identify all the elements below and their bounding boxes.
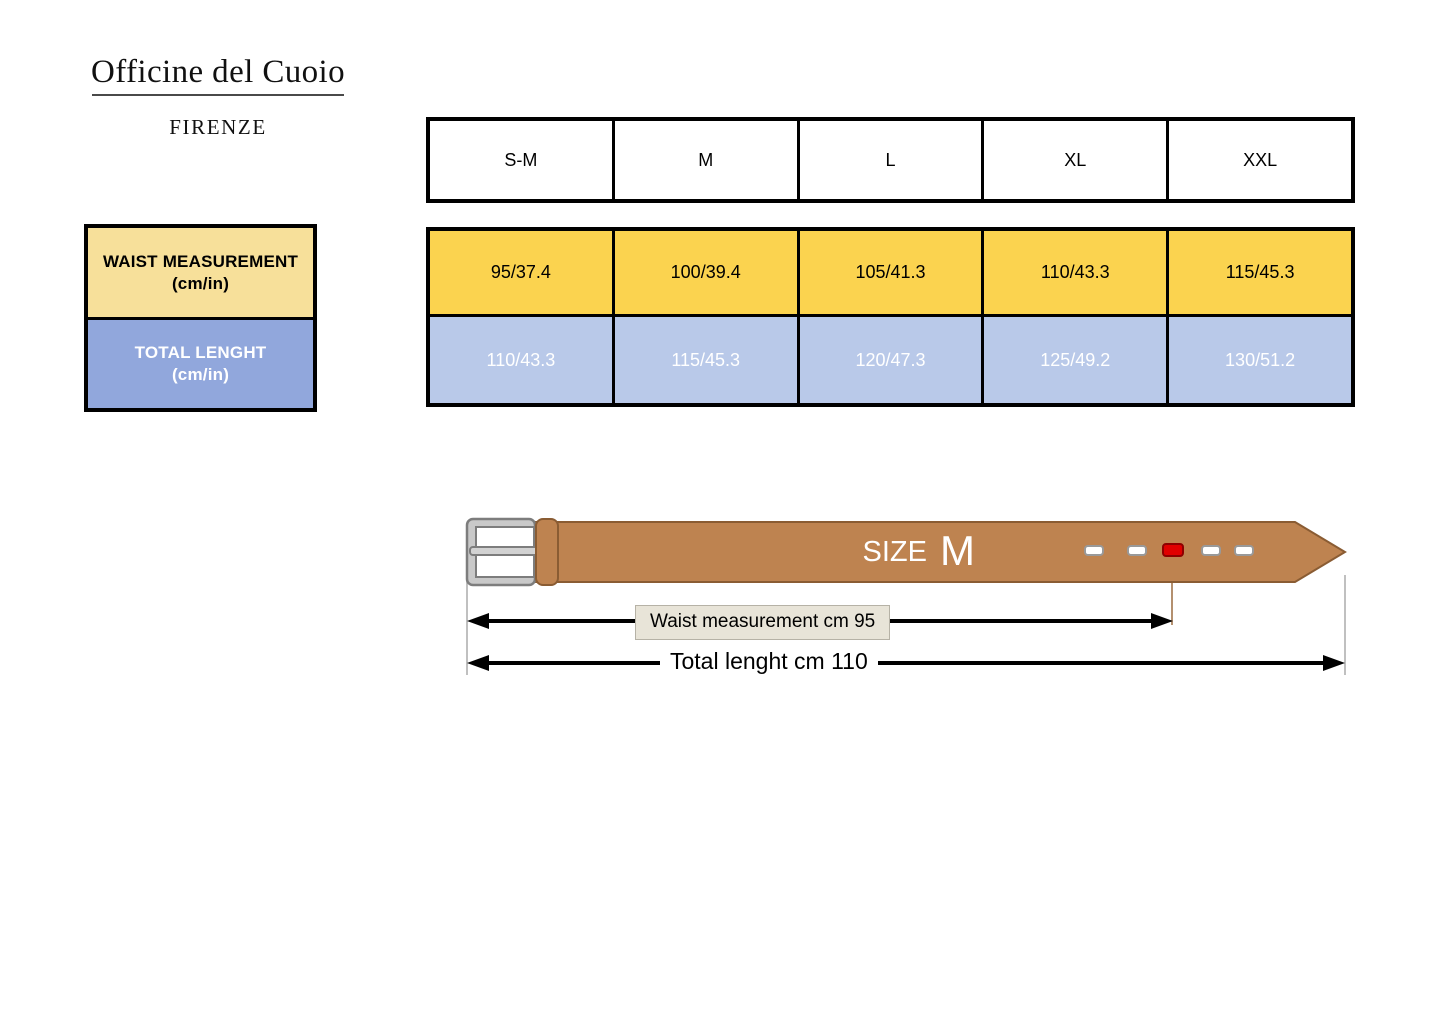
brand-underline xyxy=(92,93,344,96)
total-value-cell: 125/49.2 xyxy=(984,317,1170,403)
belt-hole xyxy=(1084,545,1104,556)
waist-value-cell: 110/43.3 xyxy=(984,231,1170,314)
row-label-waist-measurement: WAIST MEASUREMENT (cm/in) xyxy=(88,228,313,320)
size-header-row: S-M M L XL XXL xyxy=(426,117,1355,203)
belt-hole-highlighted xyxy=(1162,543,1184,557)
belt-hole xyxy=(1234,545,1254,556)
total-arrow-right xyxy=(1323,655,1345,671)
total-value-cell: 130/51.2 xyxy=(1225,349,1296,370)
waist-value-cell: 95/37.4 xyxy=(430,231,615,314)
waist-value-cell: 100/39.4 xyxy=(615,231,800,314)
total-value-cell: 110/43.3 xyxy=(430,317,615,403)
size-header-cell: L xyxy=(800,121,985,199)
belt-hole xyxy=(1127,545,1147,556)
buckle-prong-bar xyxy=(469,546,539,556)
row-label-total-title: TOTAL LENGHT xyxy=(134,343,267,363)
belt-keeper-loop xyxy=(535,518,559,586)
total-arrow-left xyxy=(467,655,489,671)
row-label-waist-units: (cm/in) xyxy=(171,273,230,293)
row-label-total-units: (cm/in) xyxy=(171,365,230,384)
belt-hole xyxy=(1201,545,1221,556)
buckle-lower-opening xyxy=(475,554,535,578)
size-header-cell: M xyxy=(615,121,800,199)
brand-subtitle: FIRENZE xyxy=(169,114,267,139)
belt-diagram: SIZE M xyxy=(440,495,1380,695)
waist-value-cell: 105/41.3 xyxy=(800,231,985,314)
waist-arrow-left xyxy=(467,613,489,629)
waist-measurement-callout: Waist measurement cm 95 xyxy=(635,605,891,640)
total-value-cell: 120/47.3 xyxy=(800,317,985,403)
belt-size-value-label: M xyxy=(940,527,975,574)
table-row-waist-measurement: 95/37.4 100/39.4 105/41.3 110/43.3 115/4… xyxy=(430,231,1351,317)
row-label-block: WAIST MEASUREMENT (cm/in) TOTAL LENGHT (… xyxy=(84,224,317,412)
belt-illustration: SIZE M xyxy=(465,517,1347,675)
row-label-total-lenght: TOTAL LENGHT (cm/in) xyxy=(88,320,313,408)
size-header-cell: XL xyxy=(984,121,1170,199)
belt-size-prefix-label: SIZE xyxy=(863,536,927,568)
waist-arrow-right xyxy=(1151,613,1173,629)
total-length-callout: Total lenght cm 110 xyxy=(660,648,878,675)
brand-logo: Officine del Cuoio FIRENZE xyxy=(88,55,348,140)
waist-value-cell: 115/45.3 xyxy=(1225,262,1295,282)
total-value-cell: 115/45.3 xyxy=(615,317,800,403)
table-row-total-lenght: 110/43.3 115/45.3 120/47.3 125/49.2 130/… xyxy=(430,317,1351,403)
size-header-cell: XXL xyxy=(1243,149,1278,170)
measurements-table: 95/37.4 100/39.4 105/41.3 110/43.3 115/4… xyxy=(426,227,1355,407)
brand-name: Officine del Cuoio xyxy=(90,54,346,90)
row-label-waist-title: WAIST MEASUREMENT xyxy=(102,251,299,271)
buckle-upper-opening xyxy=(475,526,535,550)
size-header-cell: S-M xyxy=(430,121,615,199)
